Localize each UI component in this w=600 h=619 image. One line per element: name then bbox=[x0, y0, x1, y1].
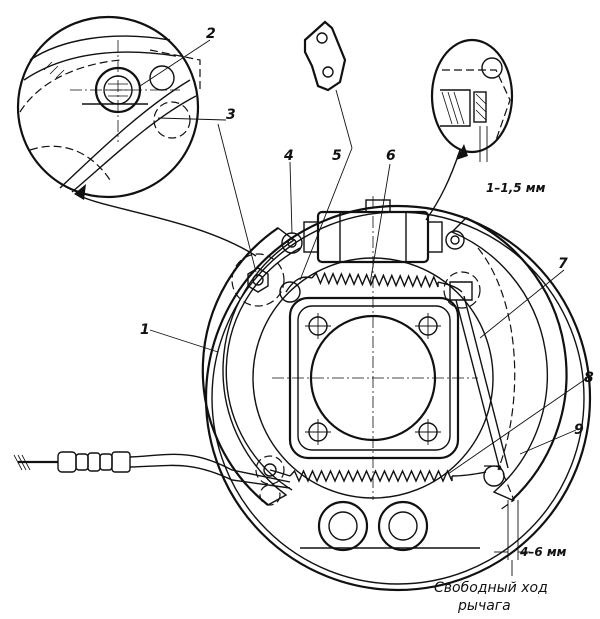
center-lines bbox=[272, 196, 478, 500]
part-5-plate bbox=[303, 20, 347, 92]
lower-return-spring bbox=[269, 469, 487, 483]
lever-travel-label: 4–6 мм bbox=[519, 545, 567, 559]
right-brake-shoe bbox=[450, 217, 568, 501]
parking-brake-cable bbox=[13, 451, 291, 489]
lever-travel-dimension bbox=[494, 500, 530, 576]
callout-6: 6 bbox=[386, 148, 396, 164]
upper-return-spring bbox=[285, 271, 463, 293]
callout-1: 1 bbox=[140, 322, 150, 338]
leader-lines bbox=[139, 39, 591, 475]
caption-line-1: Свободный ход bbox=[434, 580, 548, 596]
callout-3: 3 bbox=[226, 107, 236, 123]
detail-inset-left bbox=[16, 15, 201, 199]
adjuster-right bbox=[443, 230, 481, 309]
parking-brake-lever bbox=[455, 295, 509, 471]
callout-4: 4 bbox=[283, 148, 294, 164]
lower-anchor-studs bbox=[300, 500, 480, 552]
detail-inset-right bbox=[425, 38, 514, 221]
callout-2: 2 bbox=[206, 26, 216, 42]
lever-pivots bbox=[255, 455, 515, 511]
inset-connector bbox=[74, 184, 257, 257]
caption-line-2: рычага bbox=[457, 598, 511, 614]
callout-9: 9 bbox=[574, 422, 584, 438]
flange-bolt-holes bbox=[305, 313, 441, 445]
callout-5: 5 bbox=[332, 148, 342, 164]
callout-7: 7 bbox=[558, 256, 568, 272]
backing-plate bbox=[204, 204, 592, 592]
shoe-gap-dimension: 1–1,5 мм bbox=[486, 181, 546, 195]
callout-8: 8 bbox=[584, 370, 594, 386]
